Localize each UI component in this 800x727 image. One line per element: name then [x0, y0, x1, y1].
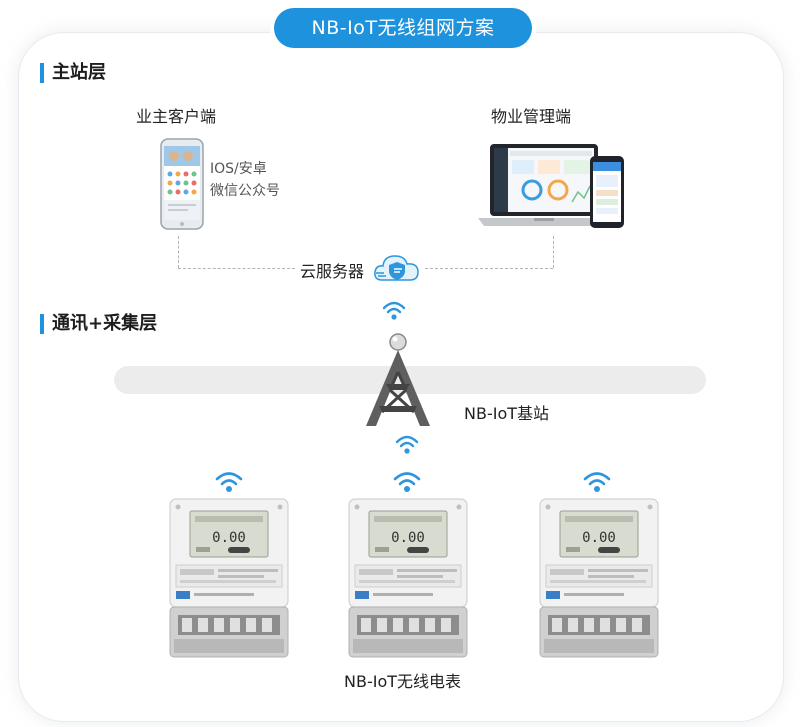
owner-client-label: 业主客户端	[136, 107, 217, 126]
smartphone-icon	[160, 138, 204, 230]
wifi-signal-icon	[382, 301, 406, 320]
laptop-icon	[478, 144, 624, 228]
wifi-signal-icon	[395, 435, 419, 454]
cloud-server-label: 云服务器	[300, 262, 365, 281]
meter-display: 0.00	[582, 530, 616, 546]
wifi-signal-icon	[215, 472, 243, 492]
base-station-label: NB-IoT基站	[464, 404, 550, 423]
diagram-title: NB-IoT无线组网方案	[274, 8, 532, 48]
link-property-cloud-horizontal	[425, 268, 553, 269]
link-owner-cloud-horizontal	[178, 268, 295, 269]
section-comm-label: 通讯+采集层	[40, 312, 157, 336]
meter-display: 0.00	[212, 530, 246, 546]
platform-ios-android: IOS/安卓	[210, 161, 267, 177]
link-owner-cloud-vertical	[178, 236, 179, 268]
meters-label: NB-IoT无线电表	[344, 672, 462, 691]
wifi-signal-icon	[393, 472, 421, 492]
electric-meter-2: 0.00	[348, 498, 468, 658]
section-master-label: 主站层	[40, 61, 106, 85]
property-client-label: 物业管理端	[491, 107, 572, 126]
cloud-shield-icon	[374, 255, 419, 281]
platform-wechat: 微信公众号	[210, 183, 280, 199]
link-property-cloud-vertical	[553, 236, 554, 268]
wifi-signal-icon	[583, 472, 611, 492]
electric-meter-1: 0.00	[169, 498, 289, 658]
meter-display: 0.00	[391, 530, 425, 546]
electric-meter-3: 0.00	[539, 498, 659, 658]
signal-tower-icon	[366, 333, 430, 426]
